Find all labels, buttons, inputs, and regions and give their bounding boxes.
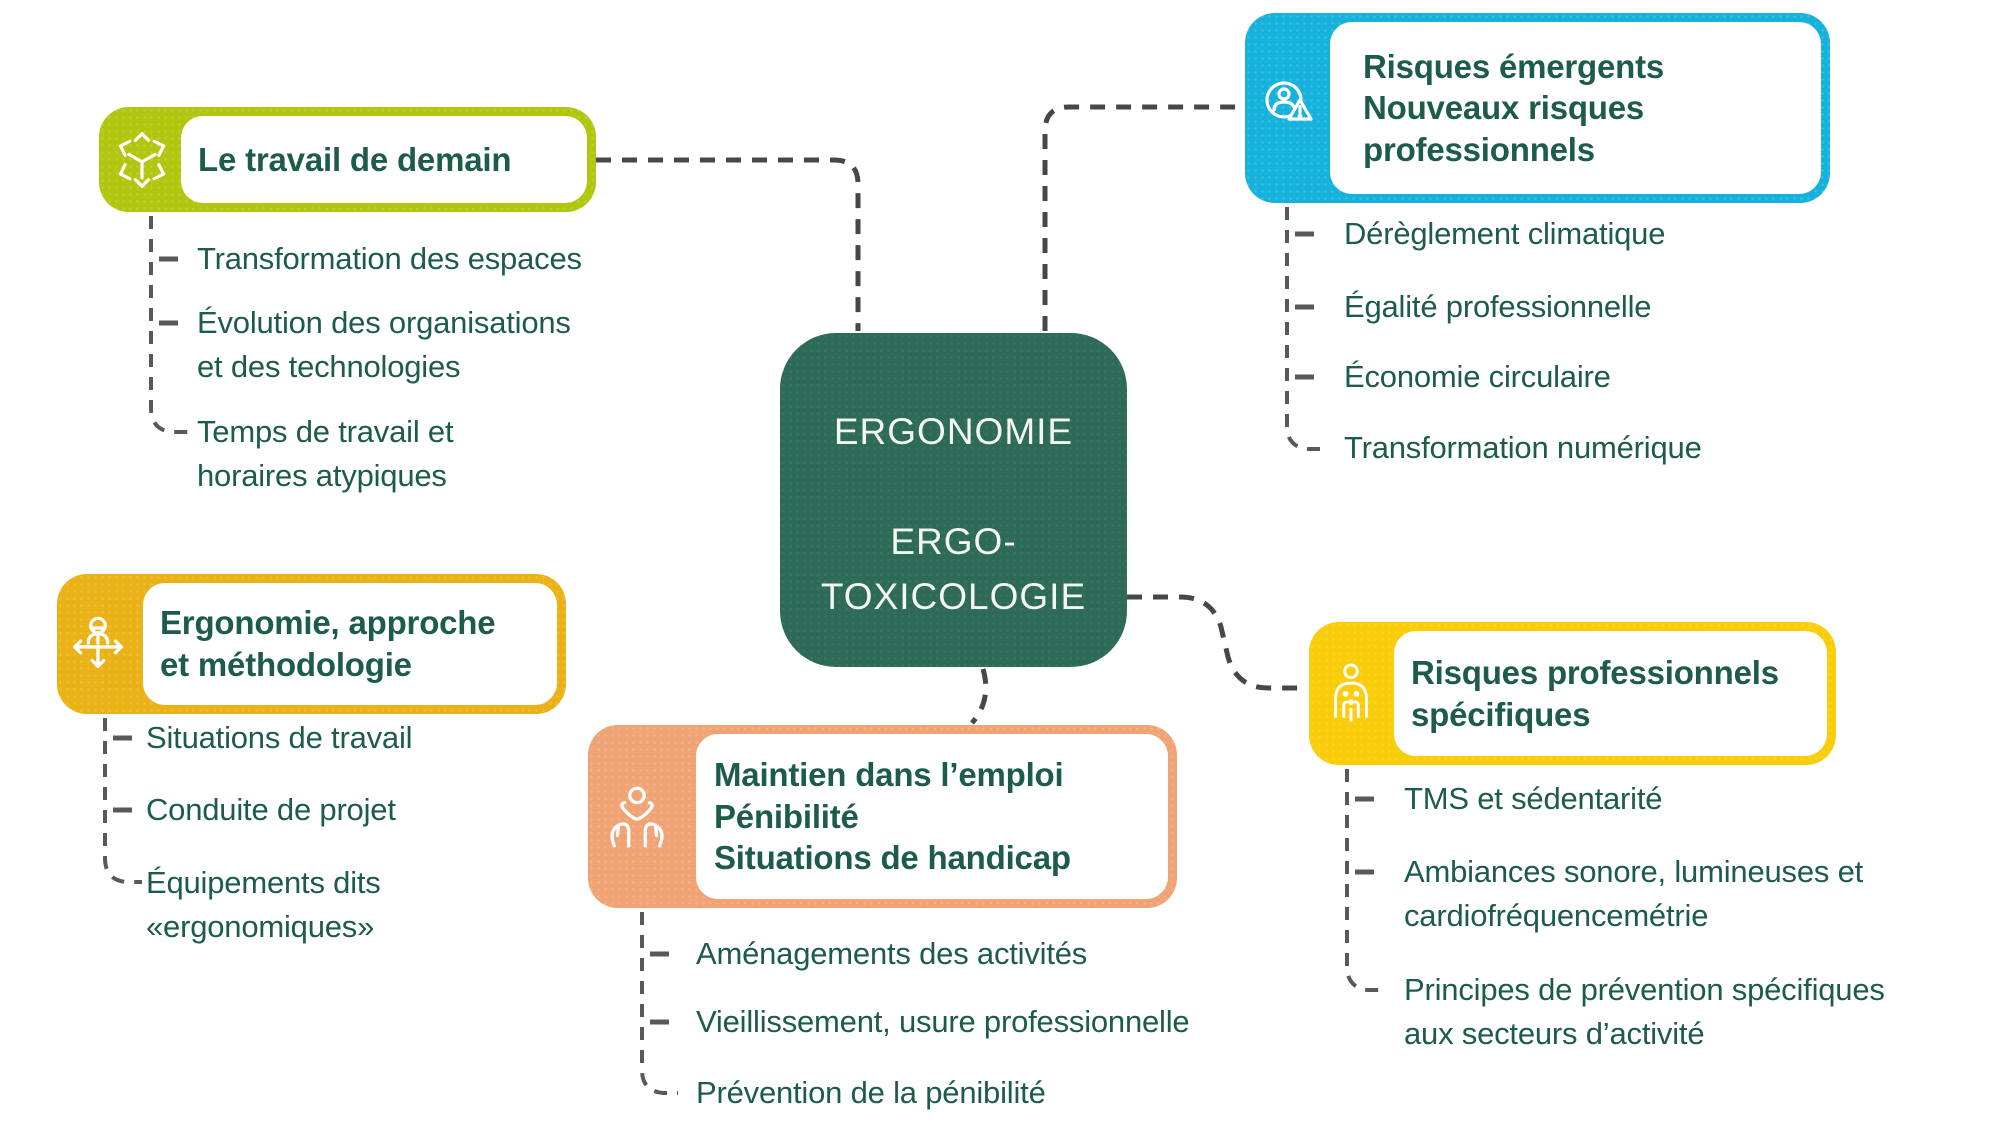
branch-box-risques-emergents: Risques émergents Nouveaux risques profe… — [1245, 13, 1830, 203]
branch-title: Ergonomie, approche — [160, 604, 496, 642]
tree-specifiques — [1345, 769, 1384, 992]
list-item: Situations de travail — [146, 720, 413, 755]
branch-box-travail-demain: Le travail de demain — [99, 107, 596, 212]
list-item: Temps de travail et horaires atypiques — [197, 414, 454, 493]
branch-title: Le travail de demain — [198, 140, 512, 178]
person-move-arrows-icon — [73, 616, 123, 668]
center-line: ERGONOMIE — [833, 411, 1074, 452]
list-item: Ambiances sonore, lumineuses et cardiofr… — [1404, 854, 1864, 933]
branch-title: Situations de handicap — [714, 839, 1071, 877]
hands-care-icon — [610, 786, 664, 848]
connector-center-maintien — [970, 668, 989, 725]
branch-title: Pénibilité — [714, 797, 859, 835]
tree-maintien — [640, 912, 678, 1095]
branch-title-pill: Risques émergents Nouveaux risques profe… — [1330, 22, 1821, 194]
list-item: Transformation des espaces — [197, 241, 582, 276]
center-line: TOXICOLOGIE — [820, 576, 1087, 617]
list-item: Égalité professionnelle — [1344, 289, 1652, 324]
list-item: Transformation numérique — [1344, 430, 1702, 465]
list-item: Principes de prévention spécifiques aux … — [1404, 972, 1885, 1051]
list-item: Équipements dits «ergonomiques» — [146, 865, 381, 944]
connector-center-emergents — [1042, 104, 1243, 331]
list-item: Prévention de la pénibilité — [696, 1075, 1046, 1110]
branch-box-risques-specifiques: Risques professionnels spécifiques — [1309, 622, 1836, 765]
body-points-icon — [1334, 663, 1368, 722]
tree-emergents — [1285, 207, 1324, 451]
list-item: Aménagements des activités — [696, 936, 1088, 971]
center-line: ERGO- — [890, 521, 1017, 562]
branch-title-pill: Risques professionnels spécifiques — [1394, 631, 1827, 756]
list-item: Économie circulaire — [1344, 359, 1611, 394]
tree-methodo — [103, 718, 142, 884]
branch-title: spécifiques — [1411, 695, 1591, 733]
branch-title: Risques émergents — [1363, 47, 1665, 85]
branch-title: et méthodologie — [160, 646, 412, 683]
list-item: Vieillissement, usure professionnelle — [696, 1004, 1190, 1039]
connector-center-specifiques — [1127, 594, 1307, 691]
branch-box-maintien-emploi: Maintien dans l’emploi Pénibilité Situat… — [588, 725, 1177, 908]
person-alert-icon — [1265, 81, 1313, 121]
branch-box-ergonomie-methodologie: Ergonomie, approche et méthodologie — [57, 574, 566, 714]
branch-title: Risques professionnels — [1411, 653, 1779, 691]
branch-title: Maintien dans l’emploi — [714, 756, 1064, 794]
branch-title-pill: Le travail de demain — [181, 116, 587, 203]
expand-3d-icon — [118, 132, 166, 188]
list-item: TMS et sédentarité — [1404, 781, 1663, 816]
list-item: Évolution des organisations et des techn… — [197, 305, 571, 384]
tree-travail — [149, 216, 190, 434]
center-node-ergonomie: ERGONOMIE ERGO- TOXICOLOGIE — [780, 333, 1127, 667]
branch-title: professionnels — [1363, 130, 1595, 168]
branch-title-pill: Maintien dans l’emploi Pénibilité Situat… — [696, 734, 1168, 899]
branch-title: Nouveaux risques — [1363, 89, 1645, 127]
connector-travail-center — [596, 157, 861, 331]
list-item: Conduite de projet — [146, 792, 396, 827]
branch-title-pill: Ergonomie, approche et méthodologie — [143, 583, 557, 705]
list-item: Dérèglement climatique — [1344, 216, 1666, 251]
